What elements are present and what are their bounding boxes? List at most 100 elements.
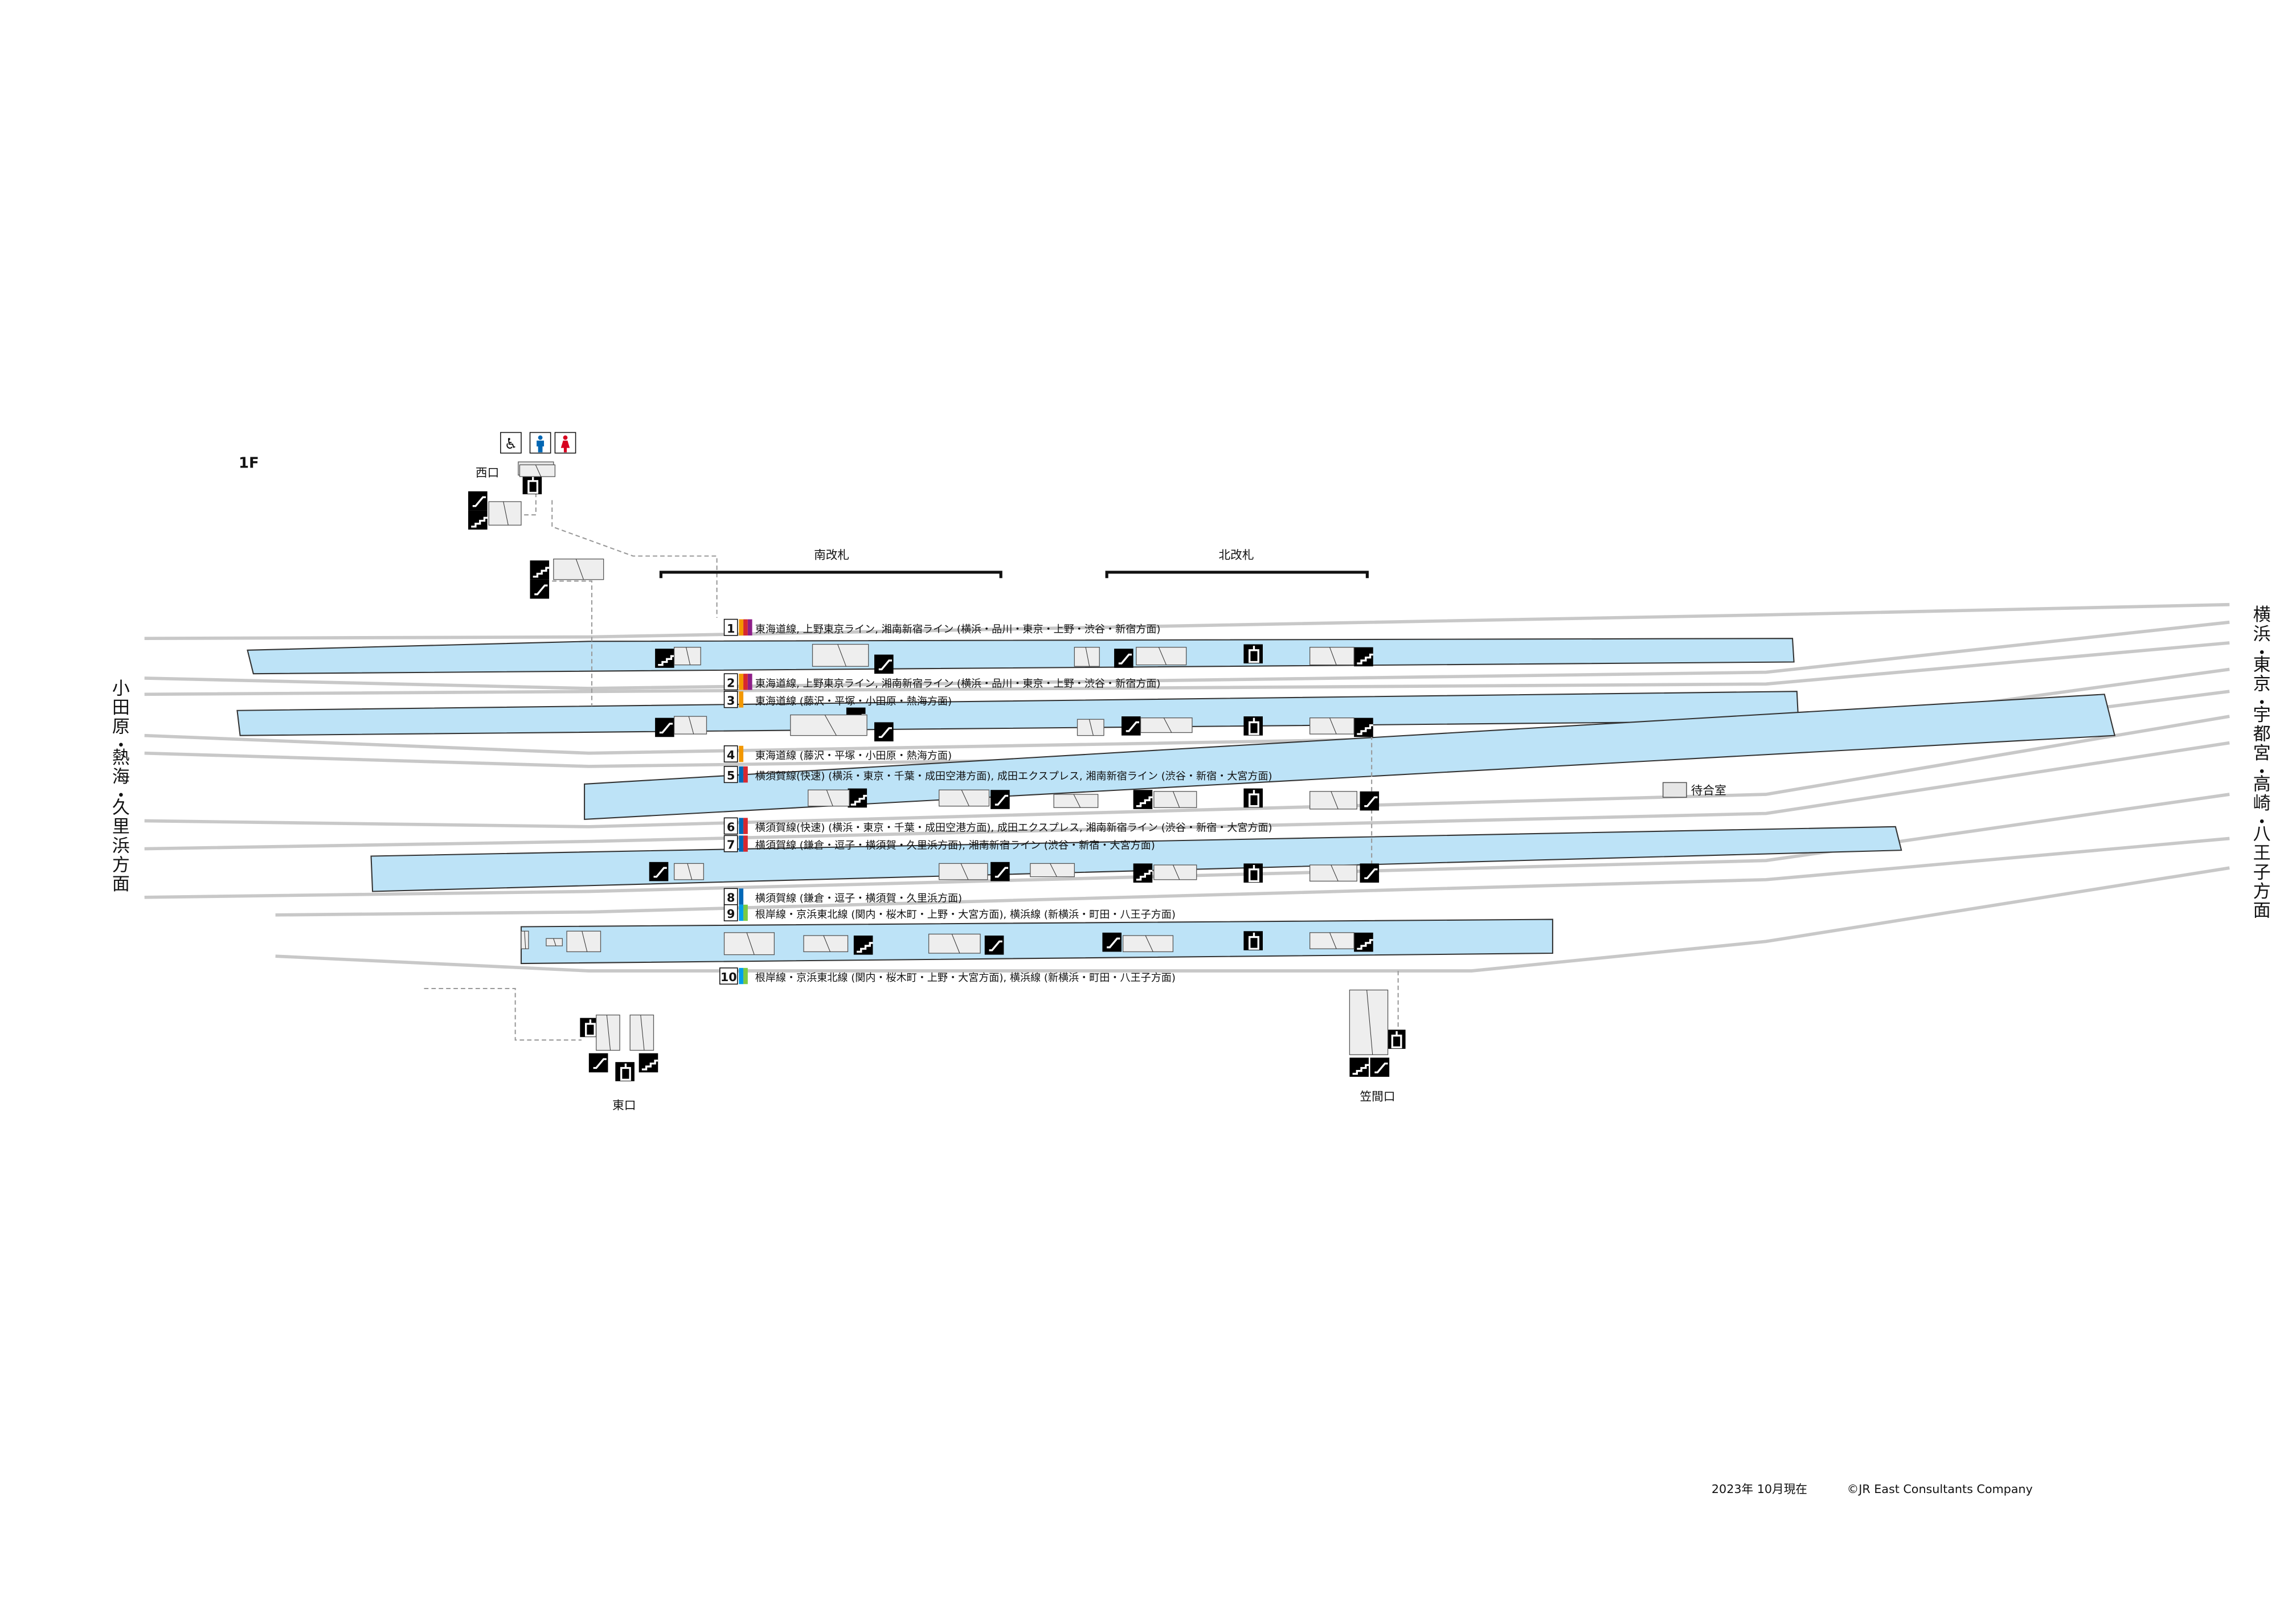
line-color-bar bbox=[743, 967, 748, 985]
track-number: 1 bbox=[727, 622, 735, 635]
staircase bbox=[1349, 989, 1389, 1055]
line-color-bar bbox=[743, 818, 748, 834]
track-destination: 横須賀線(快速) (横浜・東京・千葉・成田空港方面), 成田エクスプレス, 湘南… bbox=[755, 822, 1272, 834]
elevator-icon bbox=[1243, 644, 1263, 664]
track-label-10: 10 根岸線・京浜東北線 (関内・桜木町・上野・大宮方面), 横浜線 (新横浜・町… bbox=[719, 967, 1176, 985]
track-number: 9 bbox=[727, 907, 735, 921]
footer-copyright: ©JR East Consultants Company bbox=[1847, 1482, 2033, 1496]
staircase bbox=[1122, 935, 1174, 953]
escalator-icon bbox=[991, 862, 1010, 881]
track-number-box bbox=[723, 904, 738, 921]
staircase bbox=[1074, 647, 1100, 667]
stairs-icon bbox=[848, 788, 867, 808]
escalator-icon bbox=[874, 722, 894, 741]
track-number: 2 bbox=[727, 676, 735, 690]
staircase bbox=[1309, 647, 1354, 666]
track-number: 4 bbox=[727, 748, 735, 762]
line-color-bar bbox=[739, 766, 744, 783]
staircase bbox=[1309, 932, 1354, 949]
elevator-icon bbox=[1243, 931, 1263, 950]
track-number-box bbox=[723, 766, 738, 784]
footer-date: 2023年 10月現在 bbox=[1712, 1482, 1807, 1496]
escalator-icon bbox=[1370, 1057, 1390, 1077]
track-number-box bbox=[723, 618, 738, 636]
stairs-icon bbox=[530, 560, 550, 580]
staircase bbox=[812, 643, 869, 667]
staircase bbox=[1309, 791, 1357, 810]
line-color-bar bbox=[739, 619, 744, 635]
staircase bbox=[1030, 863, 1075, 877]
svg-text:♿: ♿ bbox=[504, 436, 517, 453]
staircase bbox=[674, 716, 707, 735]
stairs-icon bbox=[853, 936, 873, 955]
line-color-bar bbox=[743, 766, 748, 783]
track-destination: 横須賀線 (鎌倉・逗子・横須賀・久里浜方面), 湘南新宿ライン (渋谷・新宿・大… bbox=[755, 840, 1155, 852]
track-number-box bbox=[723, 835, 738, 852]
staircase bbox=[1153, 864, 1197, 880]
direction-left: 小田原・熱海・久里浜方面 bbox=[112, 678, 130, 895]
elevator-icon bbox=[522, 475, 542, 494]
staircase bbox=[939, 863, 988, 880]
staircase bbox=[1309, 717, 1354, 735]
track-number: 8 bbox=[727, 891, 735, 905]
waiting-room bbox=[1662, 782, 1687, 798]
elevator-icon bbox=[1243, 716, 1263, 736]
waiting-room-label: 待合室 bbox=[1691, 784, 1726, 797]
platform-7-8 bbox=[370, 826, 1902, 892]
staircase bbox=[803, 935, 849, 953]
stairs-icon bbox=[1133, 790, 1153, 809]
stairs-icon bbox=[1354, 647, 1373, 667]
escalator-icon bbox=[468, 491, 488, 511]
elevator-icon bbox=[1243, 788, 1263, 808]
line-color-bar bbox=[739, 904, 744, 921]
platform-9-10 bbox=[520, 918, 1553, 965]
staircase bbox=[1053, 794, 1099, 808]
escalator-icon bbox=[874, 654, 894, 674]
line-color-bar bbox=[743, 674, 748, 690]
track-label-9: 9 根岸線・京浜東北線 (関内・桜木町・上野・大宮方面), 横浜線 (新横浜・町田… bbox=[723, 904, 1176, 921]
track-number: 5 bbox=[727, 769, 735, 782]
staircase bbox=[519, 464, 556, 477]
stairs-icon bbox=[1349, 1057, 1369, 1077]
escalator-icon bbox=[1360, 791, 1380, 811]
staircase bbox=[723, 932, 775, 955]
staircase bbox=[790, 714, 867, 736]
east-exit-label: 東口 bbox=[612, 1098, 636, 1112]
wheelchair-icon bbox=[500, 432, 522, 454]
escalator-icon bbox=[1114, 649, 1133, 668]
staircase bbox=[566, 930, 601, 953]
escalator-icon bbox=[649, 862, 669, 881]
stairs-icon bbox=[1133, 863, 1153, 883]
staircase bbox=[553, 559, 604, 580]
staircase bbox=[1140, 717, 1193, 733]
staircase bbox=[1309, 864, 1357, 882]
elevator-icon bbox=[1243, 863, 1263, 883]
stairs bbox=[488, 464, 1389, 1055]
staircase bbox=[808, 789, 850, 807]
staircase bbox=[939, 789, 990, 807]
track-number-box bbox=[723, 673, 738, 691]
platform-1-2 bbox=[247, 638, 1795, 675]
south-gate: 南改札 bbox=[659, 548, 1002, 579]
track-destination: 根岸線・京浜東北線 (関内・桜木町・上野・大宮方面), 横浜線 (新横浜・町田・… bbox=[755, 909, 1176, 921]
track-number: 10 bbox=[721, 970, 737, 984]
platforms bbox=[236, 638, 2116, 965]
escalator-icon bbox=[1102, 932, 1122, 952]
track-number-box bbox=[723, 817, 738, 835]
stairs-icon bbox=[468, 510, 488, 530]
line-color-bar bbox=[739, 745, 744, 762]
south-gate-label: 南改札 bbox=[814, 548, 849, 562]
staircase bbox=[1153, 791, 1197, 808]
line-color-bar bbox=[739, 967, 744, 985]
track-destination: 根岸線・京浜東北線 (関内・桜木町・上野・大宮方面), 横浜線 (新横浜・町田・… bbox=[755, 972, 1176, 984]
line-color-bar bbox=[747, 619, 752, 635]
direction-right: 横浜・東京・宇都宮・高崎・八王子方面 bbox=[2253, 605, 2271, 921]
stairs-icon bbox=[1354, 717, 1373, 737]
line-color-bar bbox=[739, 674, 744, 690]
